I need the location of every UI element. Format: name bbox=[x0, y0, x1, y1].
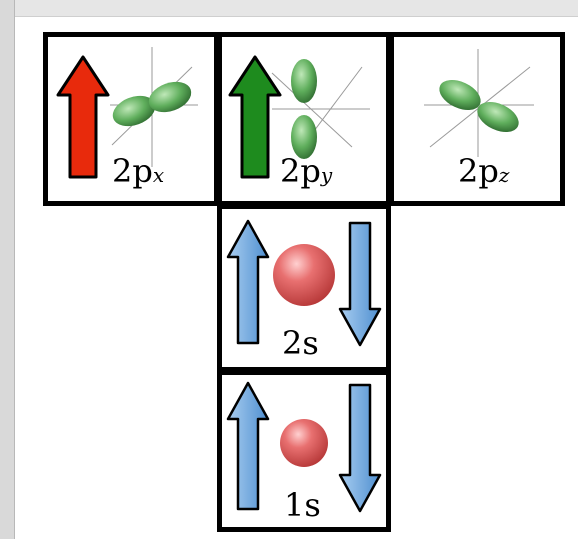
orbital-label-1s: 1s bbox=[284, 486, 321, 524]
orbital-label-2s: 2s bbox=[282, 324, 319, 362]
orbital-main-label: 2p bbox=[112, 152, 153, 190]
px-orbital-lobes-icon bbox=[112, 81, 192, 127]
2px-graphic bbox=[56, 47, 198, 179]
orbital-box-2py: 2py bbox=[217, 32, 391, 206]
orbital-main-label: 2p bbox=[280, 152, 321, 190]
spin-down-arrow-icon bbox=[338, 383, 382, 513]
spin-up-arrow-icon bbox=[226, 381, 270, 511]
orbital-subscript: y bbox=[320, 163, 333, 187]
orbital-label-2py: 2py bbox=[280, 155, 332, 187]
orbital-subscript: x bbox=[152, 163, 165, 187]
s-orbital-sphere-icon bbox=[273, 244, 335, 306]
pz-orbital-lobes-icon bbox=[439, 79, 519, 133]
header-strip bbox=[15, 0, 578, 17]
orbital-label-2pz: 2pz bbox=[458, 155, 509, 187]
py-orbital-lobes-icon bbox=[291, 59, 317, 159]
spin-up-arrow-icon bbox=[56, 55, 110, 179]
spin-up-arrow-icon bbox=[226, 219, 270, 345]
2s-graphic bbox=[226, 219, 382, 347]
orbital-box-2s: 2s bbox=[217, 204, 391, 372]
orbital-label-2px: 2px bbox=[112, 155, 164, 187]
orbital-box-2px: 2px bbox=[43, 32, 219, 206]
orbital-box-2pz: 2pz bbox=[389, 32, 565, 206]
orbital-main-label: 2p bbox=[458, 152, 499, 190]
diagram-panel: 2px bbox=[14, 0, 578, 539]
orbital-subscript: z bbox=[498, 163, 510, 187]
spin-up-arrow-icon bbox=[228, 55, 282, 179]
spin-down-arrow-icon bbox=[338, 221, 382, 347]
orbital-box-1s: 1s bbox=[217, 370, 391, 532]
s-orbital-sphere-icon bbox=[280, 419, 328, 467]
axes-icon bbox=[271, 66, 370, 148]
2pz-graphic bbox=[424, 49, 534, 157]
2py-graphic bbox=[228, 55, 370, 179]
1s-graphic bbox=[226, 381, 382, 513]
